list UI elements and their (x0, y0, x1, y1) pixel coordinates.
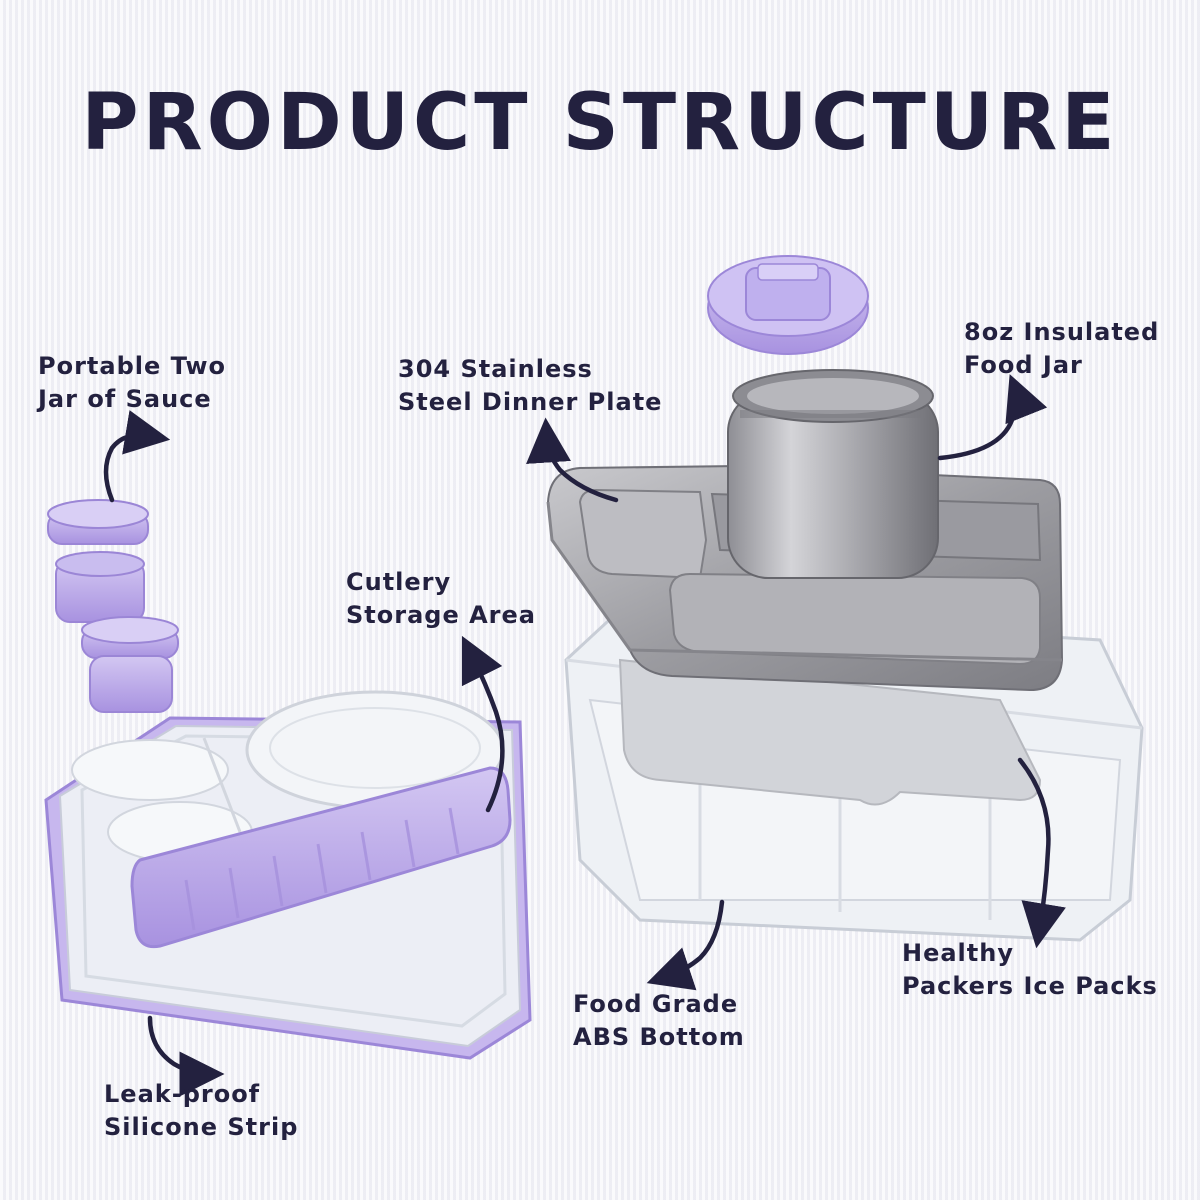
callout-icepacks-line1: Healthy (902, 939, 1014, 967)
arrow-bottom (646, 899, 725, 991)
arrow-cutlery (461, 635, 505, 813)
sauce-lid-top-face (47, 499, 149, 529)
arrow-plate (526, 417, 619, 503)
arrow-icepacks (1017, 757, 1066, 949)
callout-jar-line1: 8oz Insulated (964, 318, 1160, 346)
sauce-cup-top-rim (55, 551, 145, 577)
arrow-sauce (103, 410, 171, 503)
sauce-jars (47, 499, 179, 713)
callout-plate-line1: 304 Stainless (398, 355, 593, 383)
callout-plate-line2: Steel Dinner Plate (398, 388, 663, 416)
arrow-jar (937, 374, 1048, 461)
page-title: PRODUCT STRUCTURE (81, 78, 1119, 168)
callout-sauce-line2: Jar of Sauce (38, 385, 212, 413)
sauce-lid-bottom-face (81, 616, 179, 644)
callout-cutlery-line2: Storage Area (346, 601, 536, 629)
callout-abs-bottom: Food Grade ABS Bottom (573, 988, 745, 1054)
callout-strip-line2: Silicone Strip (104, 1113, 299, 1141)
callout-sauce-line1: Portable Two (38, 352, 227, 380)
callout-bottom-line1: Food Grade (573, 990, 739, 1018)
callout-silicone-strip: Leak-proof Silicone Strip (104, 1078, 298, 1144)
arrow-strip (147, 1015, 225, 1097)
sauce-cup-bottom (89, 655, 173, 713)
callout-food-jar: 8oz Insulated Food Jar (964, 316, 1159, 382)
callout-icepacks-line2: Packers Ice Packs (902, 972, 1158, 1000)
callout-arrows (103, 374, 1066, 1097)
callout-steel-plate: 304 Stainless Steel Dinner Plate (398, 353, 662, 419)
callout-strip-line1: Leak-proof (104, 1080, 261, 1108)
callout-sauce-jars: Portable Two Jar of Sauce (38, 350, 226, 416)
callout-ice-packs: Healthy Packers Ice Packs (902, 937, 1158, 1003)
callout-cutlery-storage: Cutlery Storage Area (346, 566, 536, 632)
clear-bottom-container (564, 608, 1144, 942)
jar-lid (707, 255, 869, 355)
insulated-food-jar (727, 369, 939, 579)
clear-lid-tray (44, 690, 532, 1060)
callout-bottom-line2: ABS Bottom (573, 1023, 745, 1051)
callout-jar-line2: Food Jar (964, 351, 1083, 379)
callout-cutlery-line1: Cutlery (346, 568, 452, 596)
